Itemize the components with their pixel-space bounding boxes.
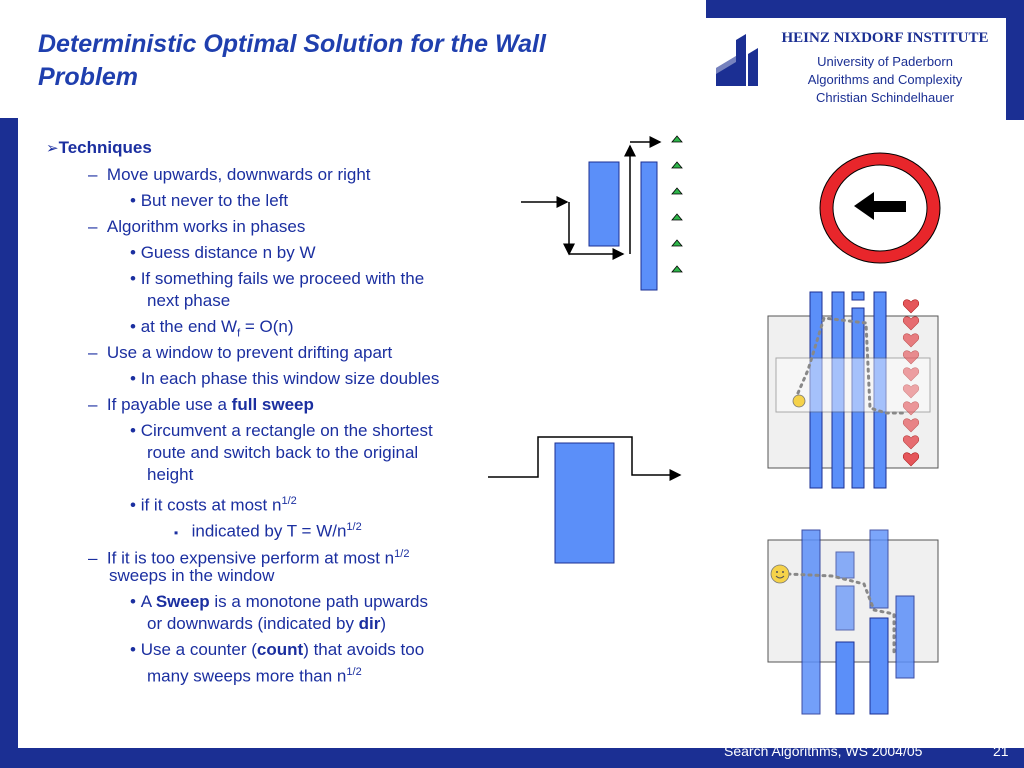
footer-bar bbox=[0, 748, 1024, 768]
institute-border-right bbox=[1006, 0, 1024, 120]
wall-rect bbox=[831, 291, 845, 489]
bullet-doubles: • In each phase this window size doubles bbox=[130, 369, 440, 388]
slide-title: Deterministic Optimal Solution for the W… bbox=[38, 28, 678, 94]
bullet-sweep: • A Sweep is a monotone path upwards bbox=[130, 592, 428, 611]
bullet-expensive-cont: sweeps in the window bbox=[109, 566, 275, 585]
bullet-counter-cont: many sweeps more than n1/2 bbox=[147, 666, 362, 686]
bullet-move: – Move upwards, downwards or right bbox=[88, 165, 371, 184]
wall-rect-tall bbox=[640, 161, 658, 291]
diagram-full-sweep bbox=[767, 291, 939, 489]
heart-icons bbox=[902, 299, 920, 467]
institute-logo-icon bbox=[716, 34, 758, 86]
wall-rect bbox=[851, 307, 865, 489]
bullet-guess: • Guess distance n by W bbox=[130, 243, 316, 262]
bullet-window: – Use a window to prevent drifting apart bbox=[88, 343, 393, 362]
bullet-circumvent-cont1: route and switch back to the original bbox=[147, 443, 419, 462]
diagram-sweeps bbox=[767, 529, 939, 715]
slide-title-line1: Deterministic Optimal Solution for the W… bbox=[38, 30, 546, 58]
smiley-icon bbox=[770, 564, 790, 584]
wall-rect bbox=[588, 161, 620, 247]
green-marker-icons bbox=[671, 135, 683, 273]
bullet-counter: • Use a counter (count) that avoids too bbox=[130, 640, 425, 659]
diagram-circumvent bbox=[488, 436, 682, 564]
wall-rect bbox=[801, 529, 821, 715]
wall-rect bbox=[835, 551, 855, 579]
wall-rect bbox=[869, 529, 889, 609]
no-left-sign-icon bbox=[819, 152, 941, 264]
sweep-path bbox=[786, 572, 896, 658]
left-frame-bar bbox=[0, 118, 18, 768]
wall-rect bbox=[835, 585, 855, 631]
wall-rect bbox=[554, 442, 615, 564]
bullet-indicated: ▪ indicated by T = W/n1/2 bbox=[174, 521, 362, 541]
institute-university: University of Paderborn bbox=[817, 54, 953, 69]
bullet-fails: • If something fails we proceed with the bbox=[130, 269, 425, 288]
bullet-at-end: • at the end Wf = O(n) bbox=[130, 317, 294, 340]
wall-rect bbox=[895, 595, 915, 679]
slide-title-line2: Problem bbox=[38, 63, 139, 91]
arrow-bullet-icon: ➢ bbox=[46, 140, 59, 157]
bullet-expensive: – If it is too expensive perform at most… bbox=[88, 548, 410, 568]
bullet-payable: – If payable use a full sweep bbox=[88, 395, 314, 414]
bullet-fails-cont: next phase bbox=[147, 291, 231, 310]
bullet-circumvent: • Circumvent a rectangle on the shortest bbox=[130, 421, 433, 440]
institute-name: HEINZ NIXDORF INSTITUTE bbox=[781, 30, 989, 46]
wall-rect bbox=[851, 291, 865, 301]
institute-group: Algorithms and Complexity bbox=[807, 72, 963, 87]
bullet-phases: – Algorithm works in phases bbox=[88, 217, 306, 236]
bullet-circumvent-cont2: height bbox=[147, 465, 194, 484]
bullet-sweep-cont: or downwards (indicated by dir) bbox=[147, 614, 387, 633]
wall-rect bbox=[835, 641, 855, 715]
institute-box bbox=[706, 0, 1024, 120]
wall-rect bbox=[873, 291, 887, 489]
institute-border-top bbox=[706, 0, 1024, 18]
footer-page-number: 21 bbox=[993, 743, 1009, 759]
diagram-phases bbox=[521, 135, 683, 291]
wall-rect bbox=[809, 291, 823, 489]
bullet-techniques: ➢Techniques bbox=[46, 138, 152, 157]
sweep-path bbox=[796, 316, 906, 415]
wall-rect bbox=[869, 617, 889, 715]
bullet-never-left: • But never to the left bbox=[130, 191, 289, 210]
institute-author: Christian Schindelhauer bbox=[815, 90, 955, 105]
footer-course: Search Algorithms, WS 2004/05 bbox=[724, 743, 923, 759]
smiley-icon bbox=[792, 394, 806, 408]
bullet-costs: • if it costs at most n1/2 bbox=[130, 495, 297, 515]
path-arrow bbox=[488, 436, 682, 481]
